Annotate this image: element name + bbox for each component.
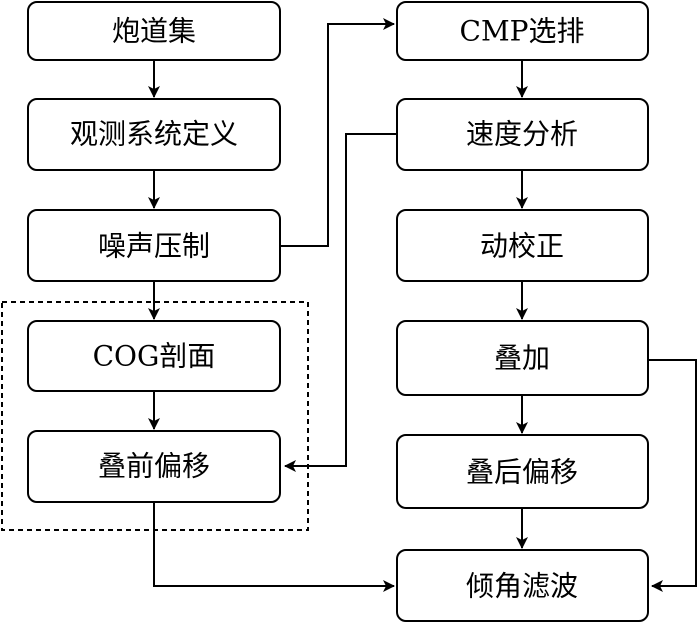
- node-prestack-migration: 叠前偏移: [27, 430, 281, 503]
- node-dip-filtering: 倾角滤波: [396, 549, 649, 622]
- node-shot-gathers: 炮道集: [27, 1, 281, 61]
- node-stacking: 叠加: [396, 320, 649, 396]
- node-nmo-correction: 动校正: [396, 209, 649, 282]
- node-stacking-label: 叠加: [494, 342, 550, 375]
- edge-noise-to-cmp: [281, 18, 395, 247]
- node-noise-suppression: 噪声压制: [27, 209, 281, 282]
- node-nmo-correction-label: 动校正: [480, 230, 564, 263]
- node-prestack-migration-label: 叠前偏移: [98, 450, 210, 483]
- node-noise-suppression-label: 噪声压制: [98, 230, 210, 263]
- edges: [148, 18, 697, 592]
- node-cog-section: COG剖面: [27, 320, 281, 392]
- edge-prestack-to-dip: [153, 502, 395, 592]
- node-cmp-sorting-label: CMP选排: [460, 15, 585, 48]
- node-cmp-sorting: CMP选排: [396, 1, 649, 61]
- edge-velocity-to-prestack: [284, 133, 397, 472]
- node-cog-section-label: COG剖面: [93, 340, 216, 373]
- edge-stack-to-dip: [648, 359, 697, 592]
- node-velocity-analysis: 速度分析: [396, 98, 649, 171]
- node-geometry-definition-label: 观测系统定义: [70, 118, 238, 151]
- node-velocity-analysis-label: 速度分析: [466, 118, 578, 151]
- node-poststack-migration-label: 叠后偏移: [466, 456, 578, 489]
- node-dip-filtering-label: 倾角滤波: [466, 570, 578, 603]
- node-shot-gathers-label: 炮道集: [112, 15, 196, 48]
- node-geometry-definition: 观测系统定义: [27, 98, 281, 171]
- node-poststack-migration: 叠后偏移: [396, 434, 649, 509]
